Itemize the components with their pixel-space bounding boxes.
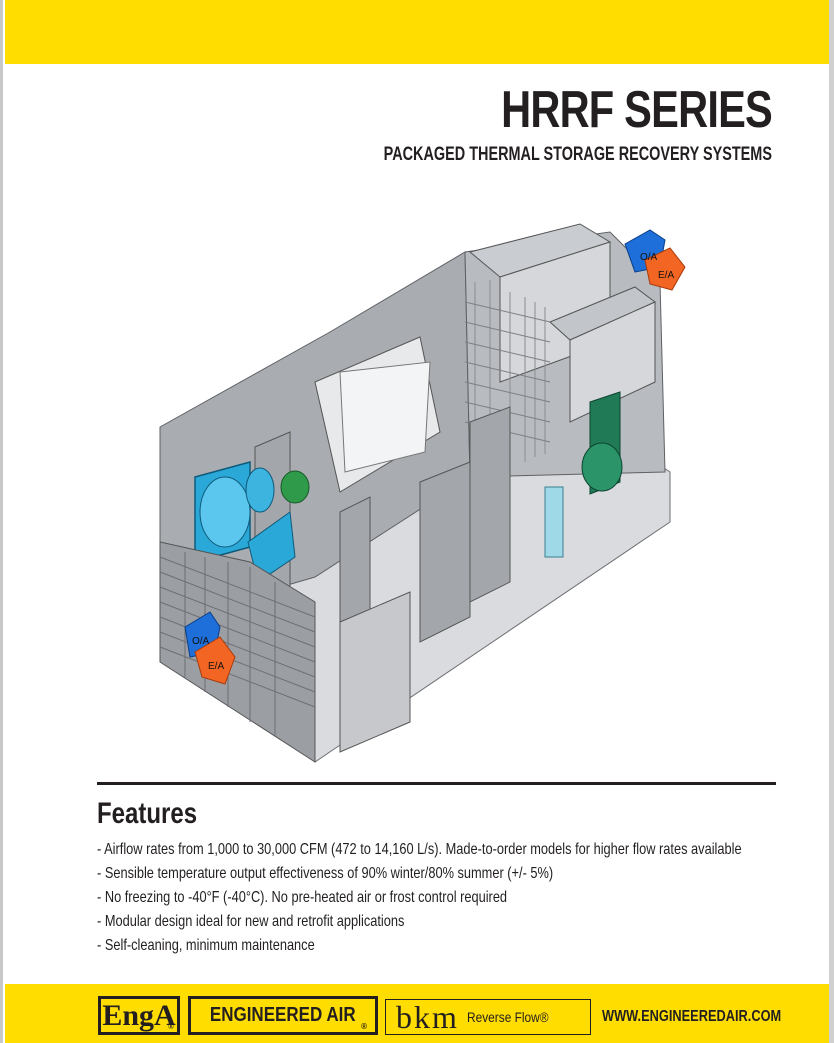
reverse-flow-text: Reverse Flow® (466, 1009, 549, 1025)
engineered-air-logo-text: ENGINEERED AIR (210, 1004, 356, 1026)
outside-air-label-lower: O/A (192, 636, 210, 647)
header: HRRF SERIES PACKAGED THERMAL STORAGE REC… (261, 81, 773, 166)
airflow-arrows-upper: O/A E/A (624, 229, 686, 291)
exhaust-air-label-lower: E/A (208, 661, 224, 672)
features-list: - Airflow rates from 1,000 to 30,000 CFM… (97, 838, 834, 958)
enga-logo-text: EngA (102, 999, 176, 1032)
exhaust-air-label-upper: E/A (658, 270, 674, 281)
registered-mark: ® (361, 1022, 367, 1031)
engineered-air-logo: ENGINEERED AIR ® (188, 996, 378, 1035)
bkm-reverse-flow-logo: bkm Reverse Flow® (385, 999, 591, 1035)
feature-item: - Modular design ideal for new and retro… (97, 913, 405, 930)
feature-item: - Airflow rates from 1,000 to 30,000 CFM… (97, 841, 742, 858)
bkm-logo-text: bkm (396, 999, 459, 1035)
page-edge-left (0, 0, 3, 1043)
filter-bank-upper (464, 223, 656, 482)
feature-item: - Self-cleaning, minimum maintenance (97, 937, 315, 954)
exhaust-fan (544, 391, 623, 558)
page-subtitle: PACKAGED THERMAL STORAGE RECOVERY SYSTEM… (383, 144, 772, 165)
outside-air-label-upper: O/A (640, 252, 658, 263)
unit-cutaway-illustration: O/A E/A O/A E/A (159, 223, 686, 763)
section-divider (97, 782, 776, 785)
supply-fan (194, 461, 310, 583)
airflow-arrows-lower: O/A E/A (184, 611, 236, 685)
features-heading: Features (97, 797, 198, 830)
website-link[interactable]: WWW.ENGINEEREDAIR.COM (602, 1008, 782, 1025)
enga-logo: EngA ® (98, 996, 180, 1035)
louver-bank-lower (159, 541, 411, 763)
top-yellow-band (5, 0, 829, 64)
feature-item: - No freezing to -40°F (-40°C). No pre-h… (97, 889, 508, 906)
page-edge-right (829, 0, 834, 1043)
feature-item: - Sensible temperature output effectiven… (97, 865, 554, 882)
registered-mark: ® (168, 1022, 174, 1031)
page-title: HRRF SERIES (501, 81, 773, 139)
